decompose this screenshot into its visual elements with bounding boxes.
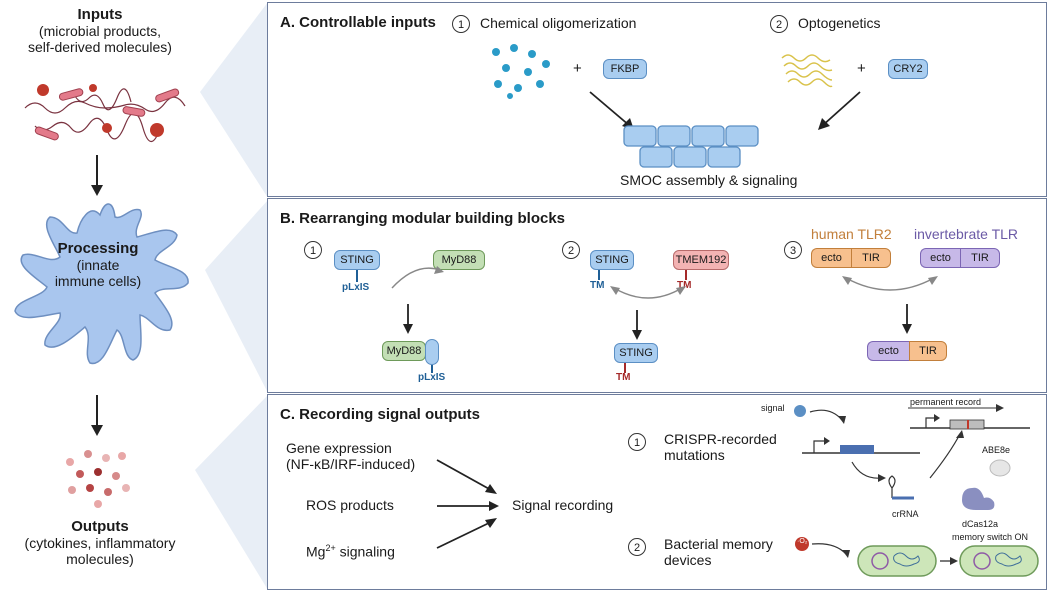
arrow-inputs-to-processing bbox=[91, 155, 103, 196]
panel-a-item2-number: 2 bbox=[770, 15, 788, 33]
abe8e-label: ABE8e bbox=[982, 445, 1011, 455]
inputs-heading: Inputs (microbial products, self-derived… bbox=[0, 6, 200, 55]
crispr-line1: CRISPR-recorded bbox=[664, 431, 777, 447]
panel-b-title: B. Rearranging modular building blocks bbox=[280, 210, 566, 227]
chimera-tir-domain: TIR bbox=[909, 341, 947, 361]
panel-b bbox=[267, 198, 1047, 393]
invertebrate-ecto-domain: ecto bbox=[920, 248, 960, 268]
panel-c-converging-arrows bbox=[436, 459, 499, 549]
panel-b-item3-number: 3 bbox=[784, 241, 802, 259]
inputs-sub-line2: self-derived molecules) bbox=[28, 39, 172, 55]
b1-swap-arrow bbox=[391, 266, 444, 289]
outputs-heading: Outputs (cytokines, inflammatory molecul… bbox=[0, 518, 200, 567]
outputs-title: Outputs bbox=[71, 518, 129, 535]
crispr-line2: mutations bbox=[664, 447, 725, 463]
panel-c bbox=[267, 394, 1047, 590]
panel-a bbox=[267, 2, 1047, 197]
invertebrate-tir-domain: TIR bbox=[960, 248, 1000, 268]
microbial-products-illustration bbox=[24, 84, 186, 143]
human-ecto-domain: ecto bbox=[811, 248, 851, 268]
b2-sting-tm-label: TM bbox=[590, 280, 605, 291]
fkbp-box: FKBP bbox=[603, 59, 647, 79]
memory-switch-label: memory switch ON bbox=[952, 532, 1029, 542]
chimera-ecto-domain: ecto bbox=[867, 341, 909, 361]
outputs-sub-line2: molecules) bbox=[66, 551, 134, 567]
b1-fused-tail bbox=[431, 365, 433, 373]
mg-text: Mg bbox=[306, 543, 326, 560]
b2-down-arrow bbox=[632, 310, 642, 340]
b1-down-arrow bbox=[403, 304, 413, 334]
mg-superscript: 2+ bbox=[325, 543, 336, 553]
output-molecules-illustration bbox=[66, 450, 130, 508]
processing-sub-line1: (innate bbox=[76, 257, 120, 273]
gene-expression-line2: (NF-κB/IRF-induced) bbox=[286, 456, 416, 472]
panel-b-item1-number: 1 bbox=[304, 241, 322, 259]
arrow-processing-to-outputs bbox=[91, 395, 103, 436]
bacterial-line2: devices bbox=[664, 552, 712, 568]
b2-fused-sting-box: STING bbox=[614, 343, 658, 363]
bacterial-memory-label: Bacterial memory devices bbox=[664, 536, 773, 568]
panel-b-item2-number: 2 bbox=[562, 241, 580, 259]
gene-expression-label: Gene expression (NF-κB/IRF-induced) bbox=[286, 440, 415, 472]
mg-signaling-text: signaling bbox=[335, 543, 395, 560]
plus-sign-1: + bbox=[573, 60, 582, 77]
b1-myd88-box: MyD88 bbox=[433, 250, 485, 270]
panel-c-item1-number: 1 bbox=[628, 433, 646, 451]
processing-sub-line2: immune cells) bbox=[54, 273, 142, 289]
crrna-label: crRNA bbox=[892, 509, 919, 519]
processing-heading: Processing (innate immune cells) bbox=[28, 240, 168, 289]
b3-swap-arrow bbox=[842, 276, 938, 291]
superoxide-label: ·O₂ bbox=[797, 538, 808, 545]
mg-signaling-label: Mg2+ signaling bbox=[306, 543, 395, 560]
chemical-oligomerization-label: Chemical oligomerization bbox=[480, 15, 637, 31]
chemical-dimerizer-dots bbox=[492, 44, 550, 99]
crispr-recording-illustration bbox=[794, 404, 1030, 510]
dcas12a-label: dCas12a bbox=[962, 519, 999, 529]
b1-fused-myd88-box: MyD88 bbox=[382, 341, 426, 361]
b2-tmem192-tm-label: TM bbox=[677, 280, 692, 291]
b2-fused-tm-tail bbox=[624, 363, 626, 373]
inputs-sub-line1: (microbial products, bbox=[38, 23, 162, 39]
human-tlr2-label: human TLR2 bbox=[811, 226, 892, 242]
smoc-assembly-blocks bbox=[623, 125, 759, 168]
b1-fused-sting-tail-block bbox=[425, 339, 439, 365]
ros-products-label: ROS products bbox=[306, 497, 394, 513]
processing-title: Processing bbox=[57, 240, 139, 257]
b2-tmem192-box: TMEM192 bbox=[673, 250, 729, 270]
optogenetics-label: Optogenetics bbox=[798, 15, 881, 31]
human-tir-domain: TIR bbox=[851, 248, 891, 268]
signal-recording-label: Signal recording bbox=[512, 497, 614, 513]
b2-fused-tm-label: TM bbox=[616, 372, 631, 383]
b1-fused-plxis-label: pLxIS bbox=[418, 372, 446, 383]
inputs-title: Inputs bbox=[77, 6, 123, 23]
crispr-label: CRISPR-recorded mutations bbox=[664, 431, 777, 463]
panel-a-item1-number: 1 bbox=[452, 15, 470, 33]
b2-tmem192-tm-tail bbox=[685, 270, 687, 280]
bacterial-memory-illustration bbox=[795, 537, 1039, 577]
light-waves-icon bbox=[781, 54, 833, 88]
b1-sting-tail bbox=[356, 270, 358, 282]
b1-sting-box: STING bbox=[334, 250, 380, 270]
bacterial-line1: Bacterial memory bbox=[664, 536, 773, 552]
panel-c-item2-number: 2 bbox=[628, 538, 646, 556]
permanent-record-label: permanent record bbox=[910, 397, 982, 407]
outputs-sub-line1: (cytokines, inflammatory bbox=[24, 535, 176, 551]
plus-sign-2: + bbox=[857, 60, 866, 77]
b1-plxis-label: pLxIS bbox=[342, 282, 370, 293]
b2-sting-tm-tail bbox=[598, 270, 600, 280]
panel-a-title: A. Controllable inputs bbox=[280, 14, 436, 31]
invertebrate-tlr-label: invertebrate TLR bbox=[914, 226, 1019, 242]
immune-cell-illustration bbox=[14, 203, 189, 365]
b3-down-arrow bbox=[902, 304, 912, 334]
cry2-box: CRY2 bbox=[888, 59, 928, 79]
b2-sting-box: STING bbox=[590, 250, 634, 270]
signal-label: signal bbox=[761, 403, 785, 413]
b2-swap-arrow bbox=[610, 286, 686, 299]
smoc-caption: SMOC assembly & signaling bbox=[620, 172, 798, 188]
gene-expression-line1: Gene expression bbox=[286, 440, 392, 456]
panel-c-title: C. Recording signal outputs bbox=[280, 406, 481, 423]
